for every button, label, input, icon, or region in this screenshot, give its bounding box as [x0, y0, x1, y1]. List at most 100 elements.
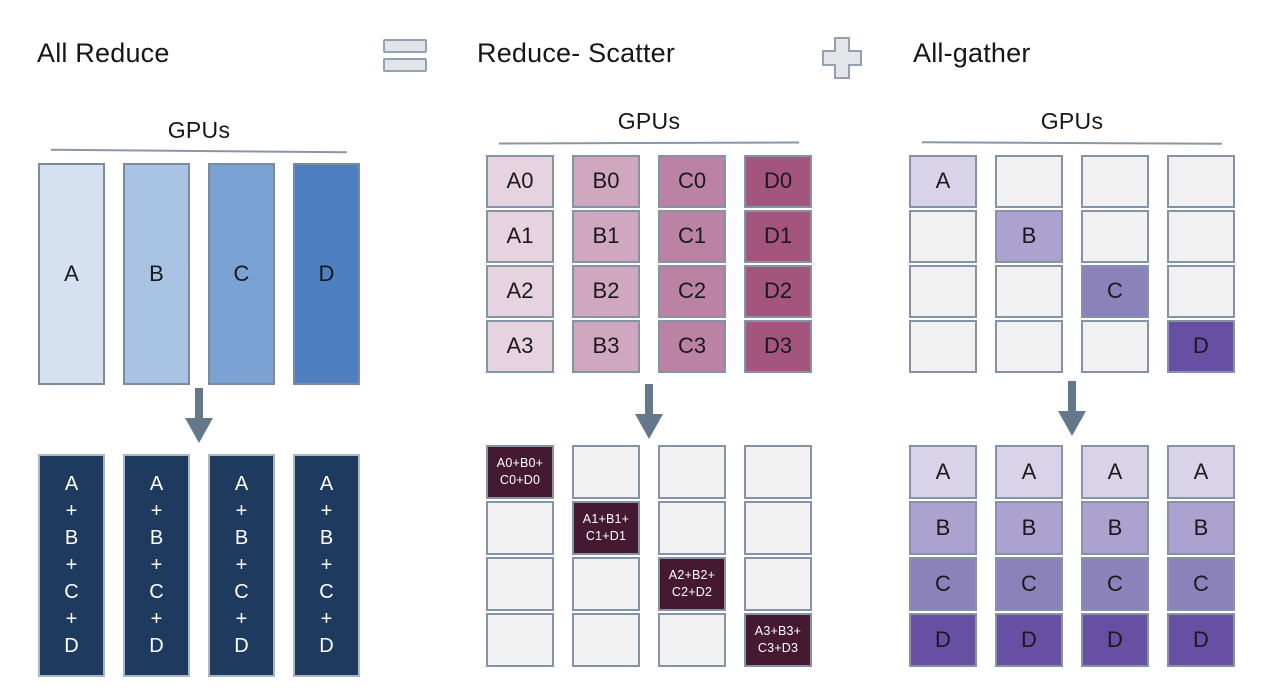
gpu-column-1: B: [995, 155, 1063, 373]
cell-B3: B3: [572, 320, 640, 373]
cell-A0: A0: [486, 155, 554, 208]
cell-A: A: [909, 155, 977, 208]
cell-C3: C3: [658, 320, 726, 373]
cell-D1: D1: [744, 210, 812, 263]
empty-cell: [658, 501, 726, 555]
cell-A: A: [38, 163, 105, 385]
gpus-label: GPUs: [617, 108, 681, 134]
sum-cell: A3+B3+C3+D3: [744, 613, 812, 667]
cell-A1: A1: [486, 210, 554, 263]
cell-C2: C2: [658, 265, 726, 318]
gpu-column-0: A: [38, 163, 105, 385]
empty-cell: [572, 445, 640, 499]
gpu-column-1: A1+B1+C1+D1: [572, 445, 640, 667]
cell-D: D: [1167, 613, 1235, 667]
empty-cell: [909, 320, 977, 373]
sum-cell: A2+B2+C2+D2: [658, 557, 726, 611]
empty-cell: [572, 613, 640, 667]
sum-cell: A+B+C+D: [123, 454, 190, 677]
equals-bar-bottom: [383, 58, 427, 72]
cell-A2: A2: [486, 265, 554, 318]
cell-C: C: [1081, 557, 1149, 611]
sum-cell: A+B+C+D: [38, 454, 105, 677]
equals-icon: [383, 39, 427, 72]
cell-C: C: [995, 557, 1063, 611]
cell-D3: D3: [744, 320, 812, 373]
empty-cell: [1081, 155, 1149, 208]
cell-D0: D0: [744, 155, 812, 208]
gpus-underline: [498, 141, 800, 145]
empty-cell: [1167, 265, 1235, 318]
gpu-column-1: B: [123, 163, 190, 385]
empty-cell: [995, 320, 1063, 373]
gpu-column-0: A: [909, 155, 977, 373]
gpu-column-1: A+B+C+D: [123, 454, 190, 677]
gpu-column-2: C: [208, 163, 275, 385]
cell-B: B: [1167, 501, 1235, 555]
gpu-column-0: A+B+C+D: [38, 454, 105, 677]
empty-cell: [744, 445, 812, 499]
empty-cell: [995, 155, 1063, 208]
cell-B0: B0: [572, 155, 640, 208]
all-reduce-title: All Reduce: [37, 38, 170, 68]
gpus-label: GPUs: [167, 117, 231, 143]
empty-cell: [1167, 210, 1235, 263]
gpu-column-2: C: [1081, 155, 1149, 373]
cell-D2: D2: [744, 265, 812, 318]
cell-B2: B2: [572, 265, 640, 318]
gpus-underline: [921, 141, 1223, 145]
empty-cell: [658, 445, 726, 499]
down-arrow-icon: [184, 388, 214, 443]
cell-B: B: [995, 501, 1063, 555]
cell-B1: B1: [572, 210, 640, 263]
cell-C0: C0: [658, 155, 726, 208]
empty-cell: [486, 557, 554, 611]
gpu-column-3: A+B+C+D: [293, 454, 360, 677]
cell-C: C: [208, 163, 275, 385]
cell-D: D: [1081, 613, 1149, 667]
empty-cell: [486, 501, 554, 555]
empty-cell: [1167, 155, 1235, 208]
empty-cell: [744, 557, 812, 611]
gpus-underline: [50, 148, 348, 154]
empty-cell: [909, 265, 977, 318]
all-reduce-result-grid: A+B+C+D A+B+C+D A+B+C+D A+B+C+D: [38, 454, 360, 677]
cell-B: B: [995, 210, 1063, 263]
cell-A3: A3: [486, 320, 554, 373]
plus-icon: [821, 36, 863, 80]
empty-cell: [658, 613, 726, 667]
gpu-column-2: A2+B2+C2+D2: [658, 445, 726, 667]
gpu-column-3: D: [293, 163, 360, 385]
sum-cell: A+B+C+D: [293, 454, 360, 677]
cell-C: C: [1081, 265, 1149, 318]
down-arrow-icon: [1057, 381, 1087, 436]
cell-C: C: [1167, 557, 1235, 611]
gpu-column-3: A3+B3+C3+D3: [744, 445, 812, 667]
cell-D: D: [293, 163, 360, 385]
empty-cell: [572, 557, 640, 611]
empty-cell: [1081, 210, 1149, 263]
cell-A: A: [909, 445, 977, 499]
cell-D: D: [1167, 320, 1235, 373]
gpu-column-2: A+B+C+D: [208, 454, 275, 677]
down-arrow-icon: [634, 384, 664, 439]
gpu-column-0: A0+B0+C0+D0: [486, 445, 554, 667]
cell-C: C: [909, 557, 977, 611]
gpu-column-3: D: [1167, 155, 1235, 373]
sum-cell: A1+B1+C1+D1: [572, 501, 640, 555]
cell-B: B: [909, 501, 977, 555]
cell-C1: C1: [658, 210, 726, 263]
